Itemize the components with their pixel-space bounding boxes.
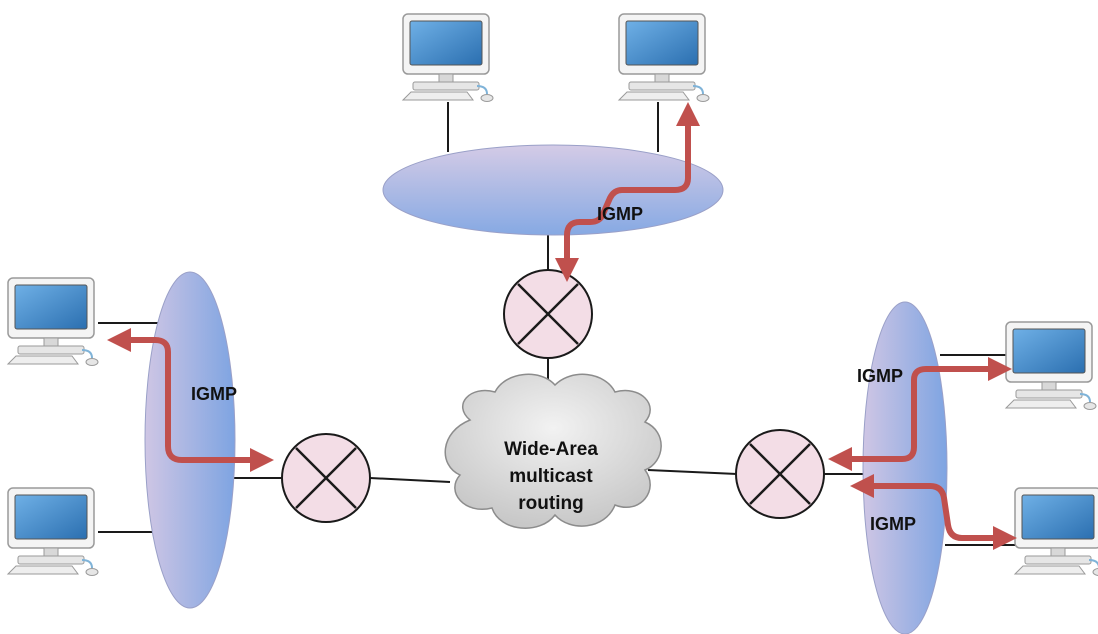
igmp-label-top: IGMP [597, 204, 643, 224]
igmp-label-right-upper: IGMP [857, 366, 903, 386]
router-top [503, 269, 593, 359]
link-left-router-cloud [369, 477, 451, 483]
igmp-arrows [107, 102, 1017, 550]
igmp-label-left: IGMP [191, 384, 237, 404]
cloud-label-line2: multicast [509, 466, 593, 487]
left-lan-segment [144, 271, 236, 609]
computer-icon-left-lower [7, 487, 99, 577]
computer-icon-top-right [618, 13, 710, 103]
computer-icon-left-upper [7, 277, 99, 367]
computer-icon-right-upper [1005, 321, 1097, 411]
igmp-label-right-lower: IGMP [870, 514, 916, 534]
igmp-arrow-left [107, 328, 274, 472]
wide-area-cloud: Wide-Area multicast routing [444, 373, 662, 529]
igmp-arrow-right-upper [828, 357, 1012, 471]
igmp-arrow-right-lower [850, 474, 1017, 550]
igmp-arrow-top [555, 102, 700, 282]
cloud-label-line3: routing [518, 493, 583, 514]
right-lan-segment [862, 301, 948, 634]
computer-icon-right-lower [1014, 487, 1098, 577]
cloud-label-line1: Wide-Area [504, 439, 598, 460]
link-cloud-right-router [647, 469, 738, 475]
router-right [735, 429, 825, 519]
router-left [281, 433, 371, 523]
computer-icon-top-left [402, 13, 494, 103]
